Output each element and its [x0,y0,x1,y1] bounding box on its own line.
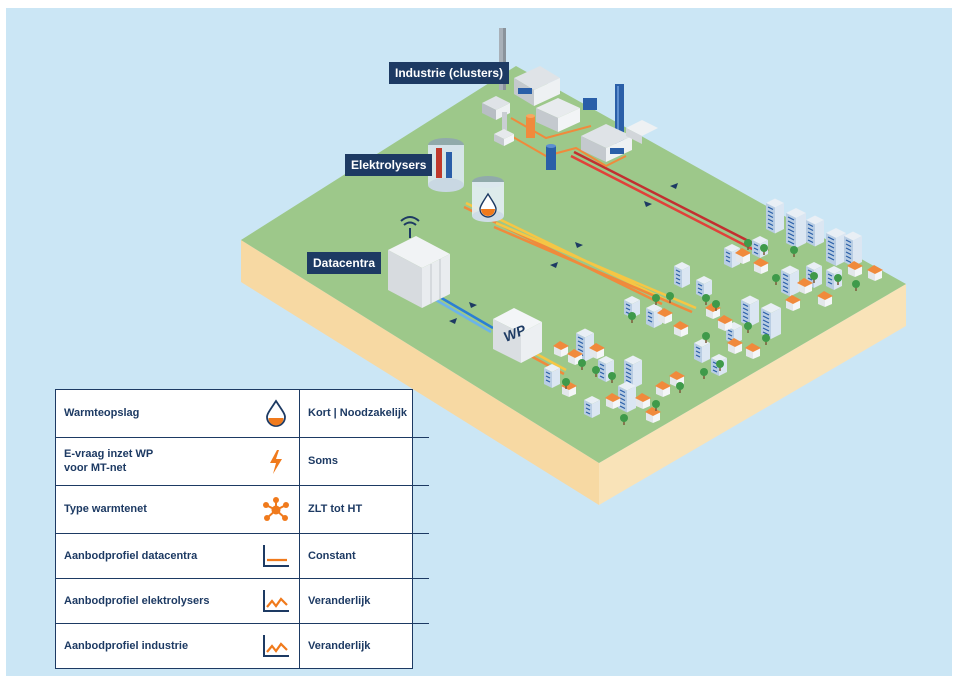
legend-label: Warmteopslag [56,390,253,438]
lightning-icon [253,436,300,487]
legend-row: Aanbodprofiel elektrolysers Veranderlijk [56,578,429,625]
pipes-datacentra [435,294,567,376]
legend-row: Aanbodprofiel industrie Veranderlijk [56,623,429,668]
network-icon [253,485,300,535]
legend-row: E-vraag inzet WP voor MT-net Soms [56,436,429,487]
industry-pipe-network [505,117,627,168]
legend-label: E-vraag inzet WP voor MT-net [56,436,253,487]
city-buildings [544,198,883,425]
wifi-icon [400,216,420,238]
legend-table: Warmteopslag Kort | Noodzakelijk E-vraag… [55,389,429,669]
legend-row: Warmteopslag Kort | Noodzakelijk [56,390,429,438]
legend-label: Aanbodprofiel industrie [56,623,253,668]
datacentre-building [388,216,450,308]
legend-label: Aanbodprofiel datacentra [56,533,253,580]
legend-value: Veranderlijk [299,578,429,625]
ground-front-face [241,240,599,505]
electrolyser-tanks [428,138,504,222]
flow-arrows [449,183,678,324]
legend-value: Constant [299,533,429,580]
legend-value: Soms [299,436,429,487]
pipes-industry [570,150,769,257]
callout-industrie: Industrie (clusters) [389,62,510,84]
legend-row: Aanbodprofiel datacentra Constant [56,533,429,580]
legend-value: ZLT tot HT [299,485,429,535]
legend-value: Veranderlijk [299,623,429,668]
drop-icon [253,390,300,438]
variable-profile-icon [253,623,300,668]
industry-buildings [482,28,658,170]
callout-datacentra: Datacentra [307,252,382,274]
constant-profile-icon [253,533,300,580]
legend-label: Aanbodprofiel elektrolysers [56,578,253,625]
variable-profile-icon [253,578,300,625]
legend-row: Type warmtenet [56,485,429,535]
heat-pump-box: WP [493,308,542,363]
legend-value: Kort | Noodzakelijk [299,390,429,438]
ground-right-face [599,284,906,505]
legend-label: Type warmtenet [56,485,253,535]
callout-elektrolysers: Elektrolysers [345,154,433,176]
